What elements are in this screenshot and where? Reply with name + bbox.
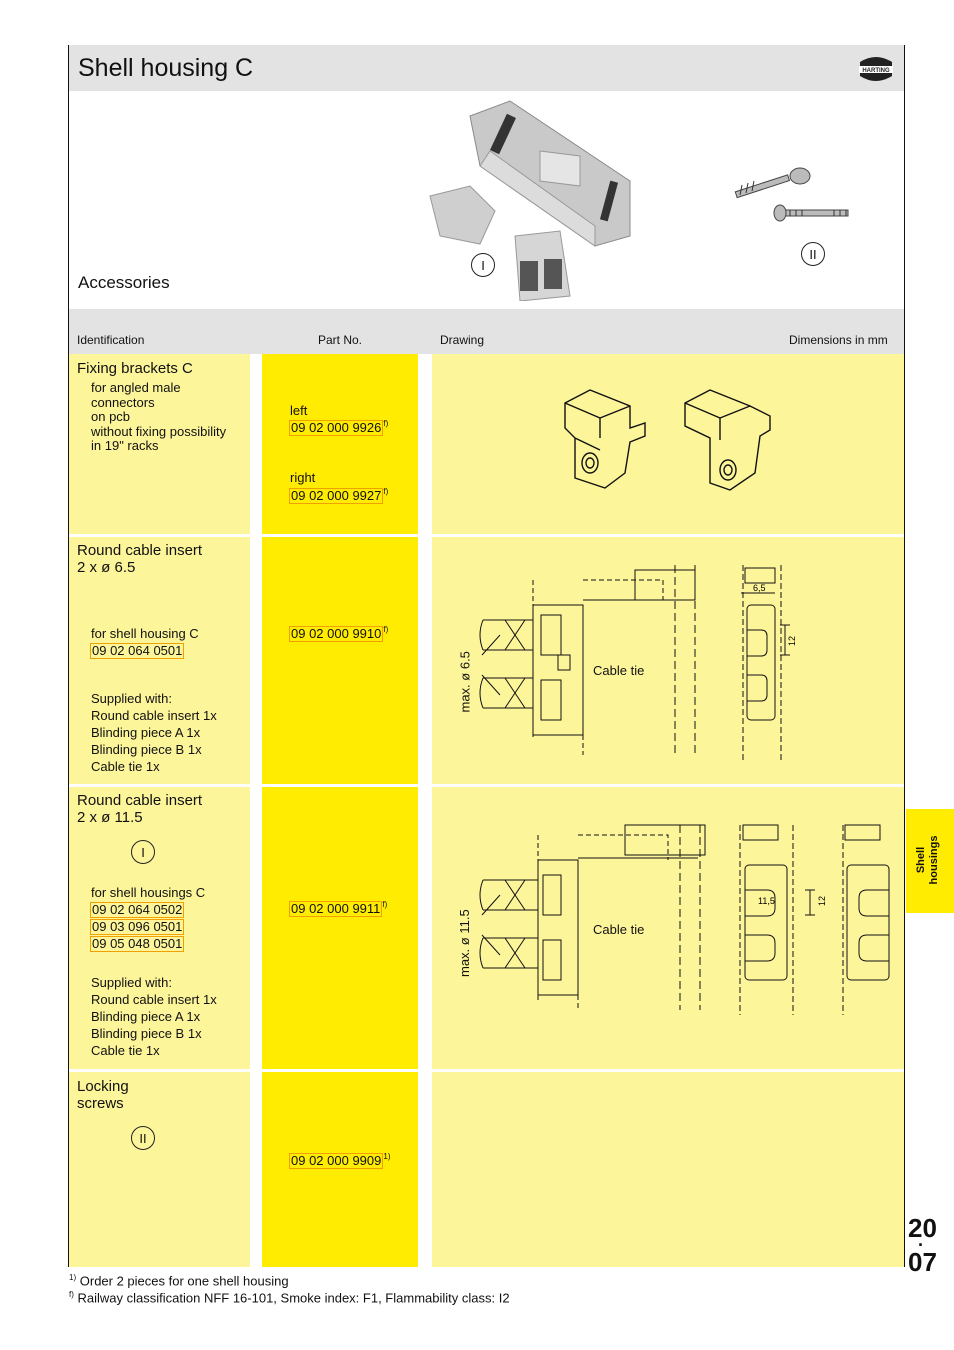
column-dimensions: Dimensions in mm — [789, 333, 888, 347]
insert65-subtitle: 2 x ø 6.5 — [77, 559, 136, 576]
insert115-max-label: max. ø 11.5 — [457, 909, 472, 977]
insert65-cable-tie: Cable tie — [593, 663, 645, 678]
supplied-item: Cable tie 1x — [91, 759, 160, 774]
page-number: 20 · 07 — [908, 1213, 937, 1277]
supplied-title: Supplied with: — [91, 975, 172, 990]
row-separator — [69, 784, 904, 787]
insert65-drawing: 6,5 12 — [479, 565, 797, 760]
locking-screws-photo — [734, 167, 849, 222]
fixing-description: for angled male connectors on pcb withou… — [91, 380, 227, 454]
supplied-item: Cable tie 1x — [91, 1043, 160, 1058]
supplied-item: Blinding piece A 1x — [91, 1009, 201, 1024]
insert115-drawing: 11,5 12 — [479, 824, 890, 1015]
svg-text:12: 12 — [817, 896, 827, 906]
part-column-bg — [262, 354, 418, 1267]
fixing-right-label: right — [290, 470, 316, 485]
footnote-1: 1) Order 2 pieces for one shell housing — [69, 1273, 289, 1289]
fixing-left-label: left — [290, 403, 308, 418]
left-border — [68, 45, 69, 1267]
section-label: Accessories — [78, 273, 170, 292]
insert65-title: Round cable insert — [77, 542, 203, 559]
insert115-for-label: for shell housings C — [91, 885, 206, 900]
column-header-band — [69, 309, 904, 354]
supplied-item: Blinding piece B 1x — [91, 742, 202, 757]
page-title: Shell housing C — [78, 54, 254, 82]
svg-text:12: 12 — [787, 636, 797, 646]
insert65-max-label: max. ø 6.5 — [457, 651, 473, 713]
right-border — [904, 45, 905, 1267]
harting-logo: HARTING — [857, 54, 895, 84]
part-number: 09 02 064 0501 — [90, 643, 185, 659]
insert115-title: Round cable insert — [77, 792, 203, 809]
supplied-title: Supplied with: — [91, 691, 172, 706]
shell-housing-photo — [429, 100, 631, 301]
part-number: 09 02 000 9926 — [289, 420, 384, 437]
drawing-column-bg — [432, 354, 904, 1267]
insert65-supplied: Supplied with: Round cable insert 1x Bli… — [91, 690, 217, 775]
section-tab — [906, 809, 954, 913]
insert115-cable-tie: Cable tie — [593, 922, 645, 937]
column-part-no: Part No. — [318, 333, 363, 347]
screws-marker: II — [131, 1126, 155, 1150]
desc-line: without fixing possibility — [91, 423, 227, 439]
insert115-supplied: Supplied with: Round cable insert 1x Bli… — [91, 974, 217, 1059]
insert65-for-part: 09 02 064 0501 — [90, 642, 185, 660]
row-separator — [69, 1069, 904, 1072]
supplied-item: Round cable insert 1x — [91, 708, 217, 723]
svg-text:HARTING: HARTING — [862, 68, 890, 74]
fixing-brackets-drawing — [564, 389, 771, 491]
desc-line: connectors — [91, 394, 155, 410]
part-number: 09 02 000 9911 — [289, 901, 383, 918]
desc-line: on pcb — [91, 409, 131, 424]
part-number: 09 02 000 9910 — [289, 626, 384, 643]
marker-i: I — [471, 253, 495, 277]
column-drawing: Drawing — [440, 333, 485, 347]
insert115-subtitle: 2 x ø 11.5 — [77, 809, 143, 826]
part-number: 09 03 096 0501 — [90, 919, 185, 935]
svg-text:11,5: 11,5 — [758, 896, 775, 906]
marker-ii: II — [801, 242, 825, 266]
insert115-marker: I — [131, 840, 155, 864]
desc-line: for angled male — [91, 380, 181, 395]
screws-title2: screws — [77, 1095, 124, 1112]
desc-line: in 19" racks — [91, 438, 159, 453]
row-separator — [69, 534, 904, 537]
insert115-for-parts: 09 02 064 0502 09 03 096 0501 09 05 048 … — [90, 901, 185, 952]
id-column-bg — [69, 354, 250, 1267]
header-band — [69, 45, 904, 91]
supplied-item: Blinding piece A 1x — [91, 725, 201, 740]
screws-title: Locking — [77, 1078, 129, 1095]
svg-text:6,5: 6,5 — [753, 583, 766, 593]
column-identification: Identification — [77, 333, 145, 347]
part-number: 09 05 048 0501 — [90, 936, 185, 952]
part-number: 09 02 000 9927 — [289, 488, 384, 505]
supplied-item: Round cable insert 1x — [91, 992, 217, 1007]
supplied-item: Blinding piece B 1x — [91, 1026, 202, 1041]
footnote-2: f) Railway classification NFF 16-101, Sm… — [69, 1290, 510, 1306]
part-number: 09 02 064 0502 — [90, 902, 185, 918]
part-number: 09 02 000 9909 — [289, 1153, 384, 1170]
section-tab-label: Shell housings — [915, 835, 940, 885]
insert65-for-label: for shell housing C — [91, 626, 199, 641]
fixing-title: Fixing brackets C — [77, 360, 193, 377]
